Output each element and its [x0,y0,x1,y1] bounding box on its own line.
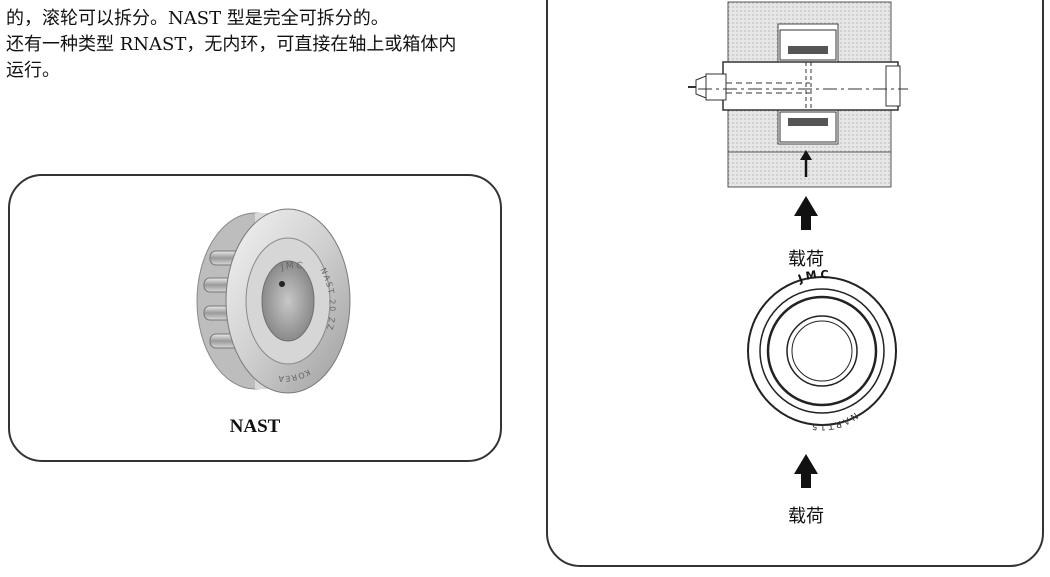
bearing-photo: JMC NAST 20 ZZ KOREA [196,208,351,394]
engraving-brand: JMC [279,261,303,273]
load-diagram-panel: JMC NART15 载荷 载荷 [546,0,1044,567]
base-plate [727,151,892,188]
load-label-bottom: 载荷 [788,506,824,527]
mounting-diagram: JMC NART15 [688,1,908,488]
intro-paragraph: 的，滚轮可以拆分。NAST 型是完全可拆分的。 还有一种类型 RNAST，无内环… [6,6,536,84]
product-card: JMC NAST 20 ZZ KOREA NAST [8,174,502,462]
paragraph-line-2: 还有一种类型 RNAST，无内环，可直接在轴上或箱体内 [6,34,457,55]
load-label-top: 载荷 [788,249,824,270]
svg-text:JMC: JMC [279,261,305,273]
shaft [688,61,908,111]
paragraph-line-3: 运行。 [6,60,60,81]
bearing-ring-view: JMC NART15 [747,268,897,431]
arrow-up-icon [794,196,818,230]
product-caption: NAST [229,416,281,437]
paragraph-line-1: 的，滚轮可以拆分。NAST 型是完全可拆分的。 [6,8,389,29]
arrow-up-icon [800,150,812,177]
arrow-up-icon [794,454,818,488]
